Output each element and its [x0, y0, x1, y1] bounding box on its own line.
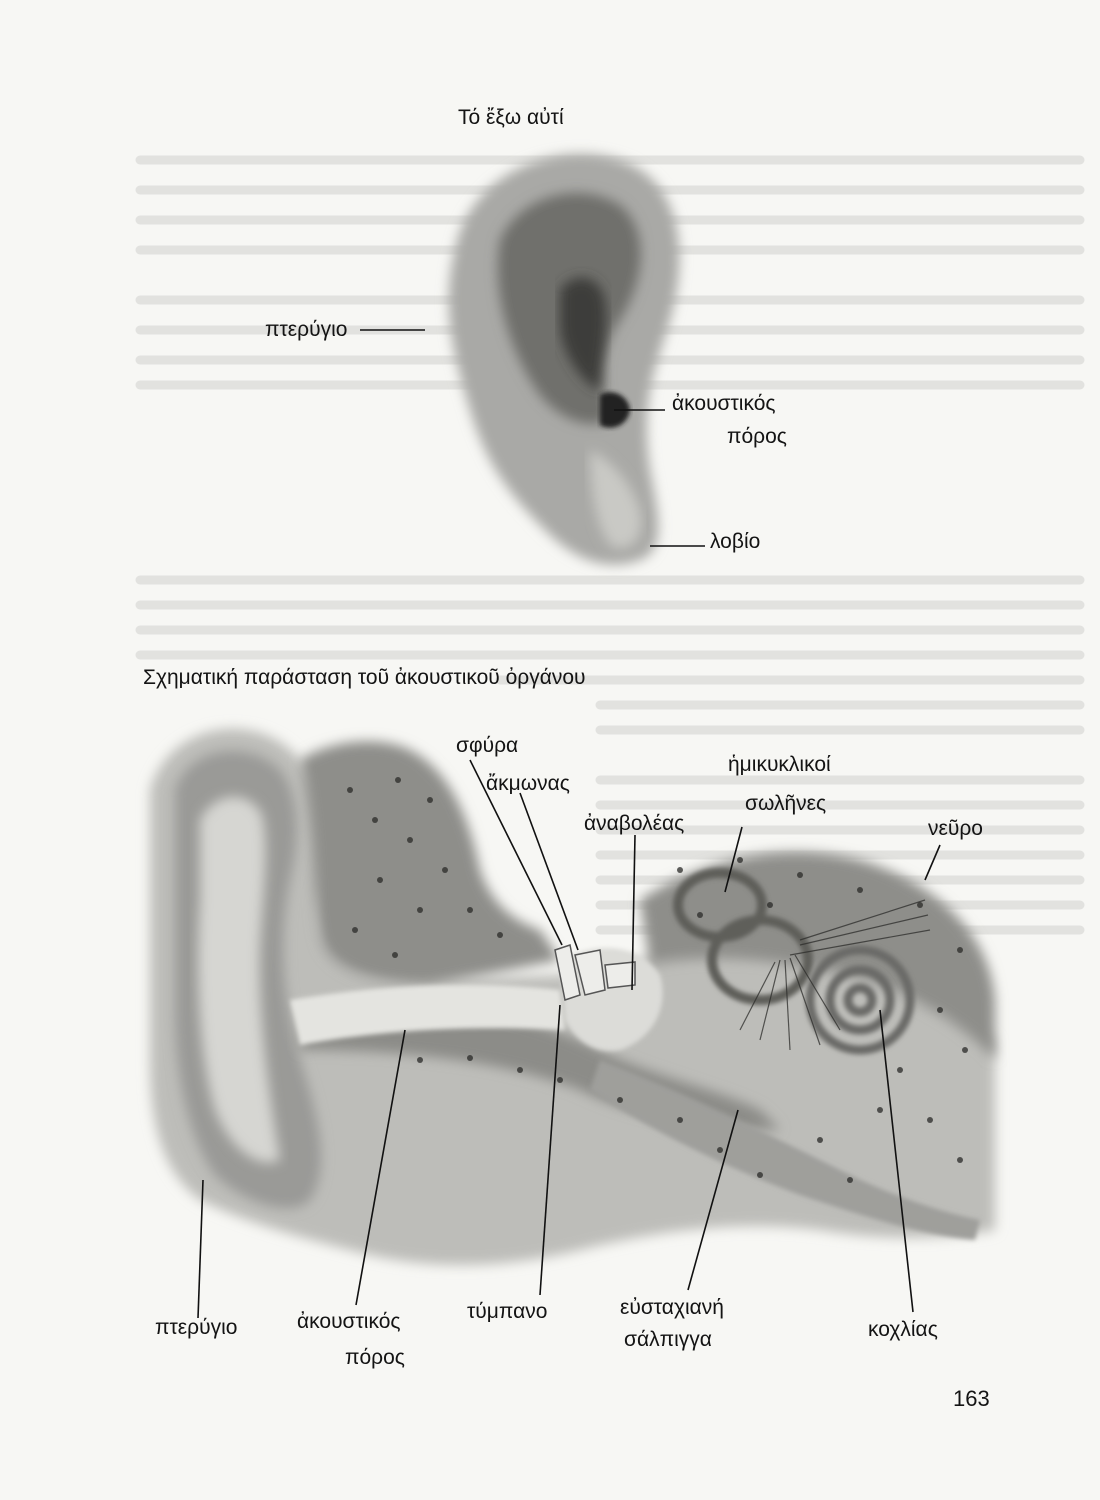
anvil-label: ἄκμωνας [486, 772, 570, 795]
schematic-canal-label-line2: πόρος [345, 1346, 405, 1369]
nerve-label: νεῦρο [928, 817, 983, 840]
schematic-ear-drawing [150, 728, 995, 1265]
eustachian-tube-label-line2: σάλπιγγα [624, 1328, 712, 1351]
hammer-label: σφύρα [456, 734, 519, 757]
semicircular-canals-label-line1: ἡμικυκλικοί [728, 753, 831, 776]
outer-ear-drawing [448, 154, 680, 565]
outer-ear-pinna-label: πτερύγιο [265, 318, 348, 341]
outer-ear-canal-label-line2: πόρος [727, 425, 787, 448]
stirrup-label: ἀναβολέας [584, 812, 685, 835]
cochlea-label: κοχλίας [868, 1318, 938, 1341]
schematic-pinna-label: πτερύγιο [155, 1316, 238, 1339]
outer-ear-title: Τό ἔξω αὐτί [458, 106, 564, 129]
outer-ear-lobe-label: λοβίο [710, 530, 761, 553]
page-number: 163 [953, 1386, 990, 1411]
outer-ear-canal-label-line1: ἀκουστικός [672, 392, 776, 415]
outer-ear-leaders [360, 329, 705, 547]
schematic-leaders [197, 759, 941, 1319]
schematic-canal-label-line1: ἀκουστικός [297, 1310, 401, 1333]
eustachian-tube-label-line1: εὐσταχιανή [620, 1296, 724, 1319]
eardrum-label: τύμπανο [467, 1300, 548, 1323]
schematic-title: Σχηματική παράσταση τοῦ ἀκουστικοῦ ὀργάν… [143, 666, 586, 689]
semicircular-canals-label-line2: σωλῆνες [745, 792, 827, 815]
